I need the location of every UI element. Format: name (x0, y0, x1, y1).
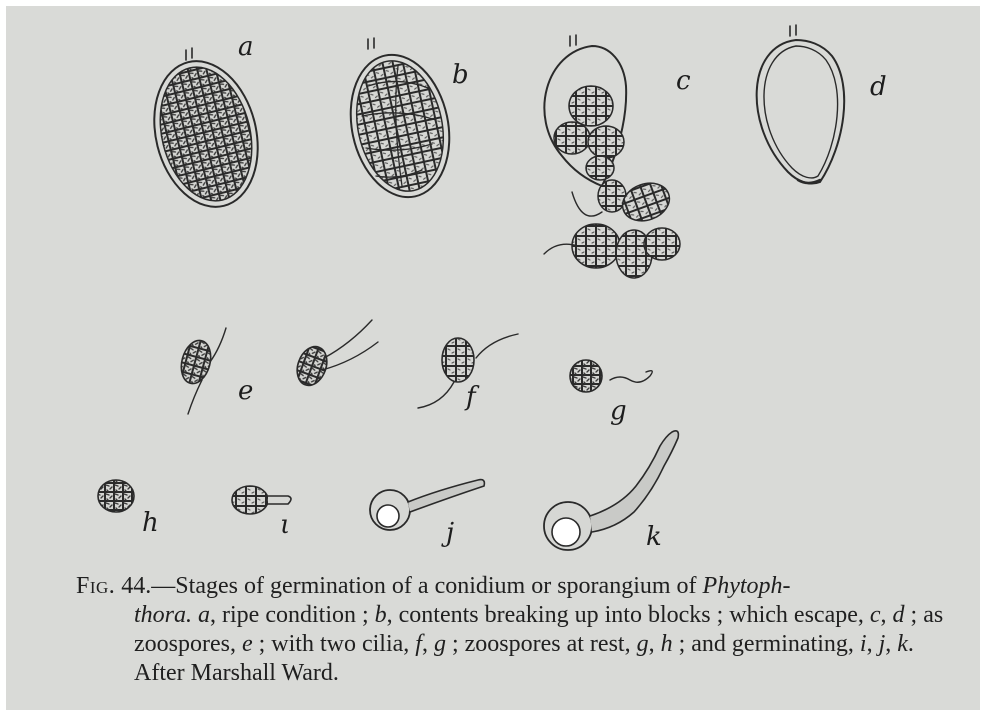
caption-ref-k: k (897, 631, 908, 657)
caption-germ-text: ; and germinating, (679, 631, 854, 657)
sporangium-b-blocks (338, 38, 462, 206)
caption-cilia-text: ; with two cilia, (259, 631, 410, 657)
caption-rest-text: ; zoospores at rest, (452, 631, 631, 657)
sporangium-d-empty (757, 25, 845, 184)
sporangium-a-ripe (140, 48, 273, 218)
zoospore-h (98, 480, 134, 512)
label-g: g (610, 398, 627, 424)
label-k: k (646, 524, 662, 550)
caption-ref-g2: g (637, 631, 649, 657)
germinating-j (370, 480, 484, 530)
figure-caption: Fig. 44.—Stages of germination of a coni… (76, 572, 956, 688)
zoospores-e (177, 320, 378, 414)
label-c: c (676, 68, 691, 94)
caption-ref-g: g (434, 631, 446, 657)
caption-ref-d: d (893, 602, 905, 628)
caption-fig-number: 44. (121, 573, 151, 599)
label-h: h (142, 510, 159, 536)
caption-fig-word: Fig. (76, 573, 115, 599)
label-d: d (870, 74, 887, 100)
caption-ref-c: c (870, 602, 881, 628)
label-f: f (466, 384, 476, 410)
caption-b-text: , contents breaking up into blocks ; whi… (387, 602, 864, 628)
sporangium-c-escaping (544, 35, 680, 278)
caption-ref-a: a (198, 602, 210, 628)
caption-sep: , (885, 631, 891, 657)
figure-page: a b c d e f g h ι j k Fig. 44.—Stages of… (6, 6, 980, 710)
caption-sep: , (649, 631, 655, 657)
caption-ref-b: b (375, 602, 387, 628)
zoospore-g (570, 360, 652, 392)
caption-ref-e: e (242, 631, 253, 657)
caption-ref-h: h (661, 631, 673, 657)
caption-genus-part1: Phytoph- (703, 573, 791, 599)
caption-sep: , (881, 602, 887, 628)
label-i: ι (280, 512, 290, 538)
caption-intro: —Stages of germination of a conidium or … (151, 573, 696, 599)
caption-continued: thora. a, ripe condition ; b, contents b… (76, 601, 956, 688)
caption-sep: , (867, 631, 873, 657)
caption-a-text: , ripe condition ; (210, 602, 369, 628)
label-j: j (446, 520, 454, 546)
caption-genus-part2: thora. (134, 602, 192, 628)
caption-sep: , (422, 631, 428, 657)
caption-ref-f: f (415, 631, 422, 657)
label-a: a (238, 34, 254, 60)
label-e: e (238, 378, 253, 404)
label-b: b (452, 62, 469, 88)
caption-ref-i: i (860, 631, 867, 657)
